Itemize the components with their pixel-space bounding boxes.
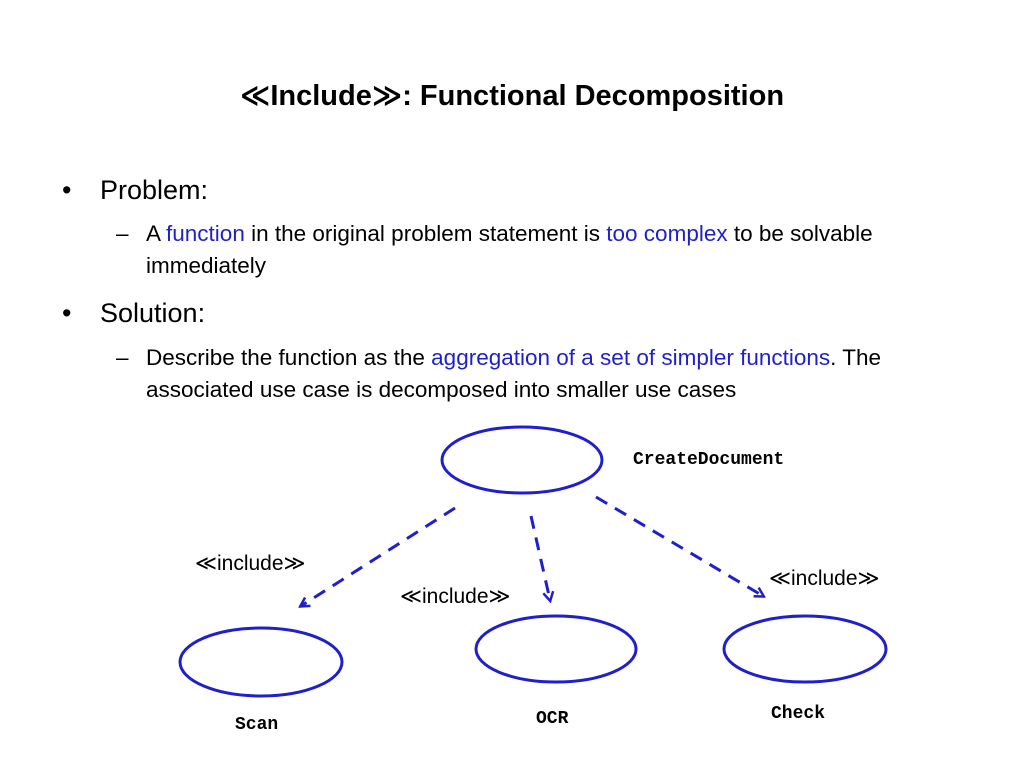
bullet-label: Solution: (100, 298, 206, 328)
stereotype-include-ocr: ≪include≫ (400, 585, 511, 608)
highlight-function: function (166, 221, 245, 246)
bullet-marker: • (62, 175, 72, 205)
label-scan: Scan (235, 715, 279, 735)
slide-title: ≪Include≫: Functional Decomposition (239, 80, 785, 112)
stereotype-include-check: ≪include≫ (769, 567, 880, 590)
text-part: Describe the function as the (146, 345, 432, 370)
include-arrow-check (595, 495, 763, 596)
text-part: A (146, 221, 167, 246)
bullet-label: Problem: (100, 175, 209, 205)
text-part: in the original problem statement is (244, 221, 607, 246)
highlight-aggregation: aggregation of a set of simpler function… (431, 345, 831, 370)
bullet-marker: • (62, 298, 72, 328)
sub-bullet-marker: – (116, 221, 129, 246)
text-part: to be solvable immediately (146, 221, 873, 278)
text-part: . The associated use case is decomposed … (146, 345, 882, 402)
include-arrow-scan (301, 506, 456, 606)
label-create-document: CreateDocument (633, 450, 785, 470)
label-check: Check (771, 704, 826, 724)
use-case-create-document (440, 425, 604, 495)
highlight-too-complex: too complex (606, 221, 728, 246)
label-ocr: OCR (536, 709, 569, 729)
include-arrow-ocr (529, 515, 550, 600)
use-case-ocr (474, 614, 638, 684)
problem-text: A function in the original problem state… (146, 218, 966, 282)
sub-bullet-marker: – (116, 345, 129, 370)
solution-text: Describe the function as the aggregation… (146, 342, 966, 406)
use-case-check (722, 614, 888, 684)
use-case-scan (178, 626, 344, 698)
stereotype-include-scan: ≪include≫ (195, 552, 306, 575)
